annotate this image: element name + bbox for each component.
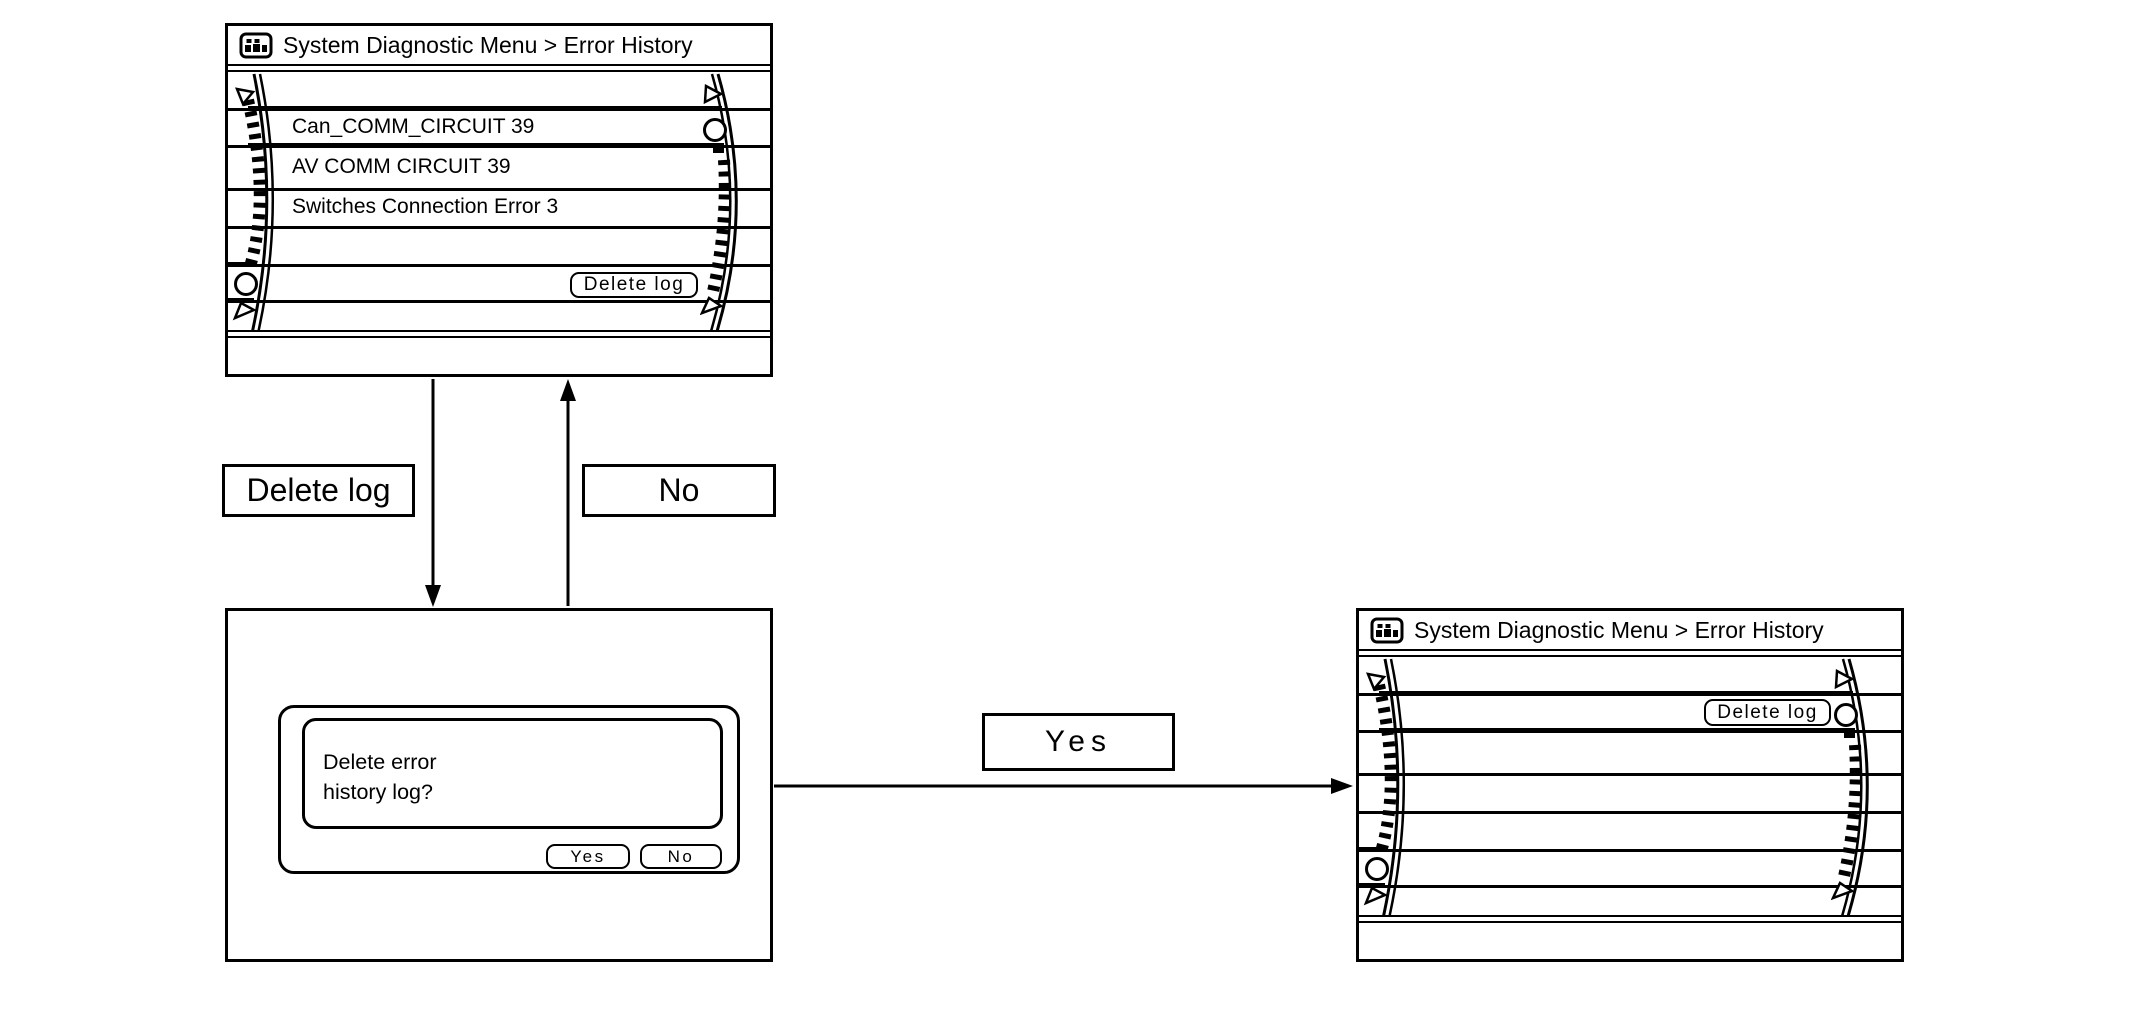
title-separator	[228, 66, 770, 72]
row-divider	[228, 226, 770, 229]
dial-arrow-down-icon	[232, 301, 257, 321]
arrowhead-up-icon	[560, 379, 576, 401]
knob-row-mark	[228, 298, 254, 303]
selection-border-bottom	[1379, 728, 1853, 733]
knob-position-indicator	[703, 118, 727, 142]
confirm-dialog: Delete error history log? Yes No	[278, 705, 740, 874]
dialog-message-line2: history log?	[323, 780, 433, 804]
dial-arrow-down-icon	[700, 296, 724, 316]
error-item-label: Switches Connection Error 3	[292, 195, 559, 218]
bottom-strip	[1359, 923, 1901, 959]
screen-title: System Diagnostic Menu > Error History	[1414, 616, 1824, 643]
bottom-separator	[228, 330, 770, 338]
screen-title-bar: System Diagnostic Menu > Error History	[1359, 611, 1901, 651]
knob-position-indicator	[1834, 703, 1858, 727]
screen-title: System Diagnostic Menu > Error History	[283, 31, 693, 58]
knob-row-mark	[1359, 883, 1385, 888]
transition-label-yes: Yes	[982, 713, 1175, 771]
delete-log-button[interactable]: Delete log	[1704, 699, 1831, 726]
screen-delete-confirm: Delete error history log? Yes No	[225, 608, 773, 962]
row-divider	[228, 264, 770, 267]
right-knob-dial	[700, 73, 738, 330]
arrowhead-right-icon	[1331, 778, 1353, 794]
knob-position-indicator	[234, 272, 258, 296]
row-divider	[1359, 885, 1901, 888]
bottom-separator	[1359, 915, 1901, 923]
row-divider	[228, 300, 770, 303]
selection-border-top	[248, 106, 722, 111]
selection-border-top	[1379, 691, 1853, 696]
knob-position-indicator	[1365, 857, 1389, 881]
right-knob-dial	[1831, 658, 1869, 915]
dial-arrow-up-icon	[1834, 668, 1855, 690]
left-knob-dial	[1363, 658, 1406, 915]
error-item-label: AV COMM CIRCUIT 39	[292, 155, 511, 178]
delete-log-button[interactable]: Delete log	[570, 272, 698, 298]
transition-label-no: No	[582, 464, 776, 517]
dial-arrow-down-icon	[1363, 886, 1388, 906]
dial-arrow-up-icon	[703, 83, 724, 105]
knob-row-mark	[1359, 847, 1385, 852]
screen-list-area: Can_COMM_CIRCUIT 39 AV COMM CIRCUIT 39 S…	[228, 72, 770, 330]
title-separator	[1359, 651, 1901, 657]
dial-arrow-up-icon	[234, 87, 256, 107]
knob-row-mark	[228, 262, 254, 267]
bottom-strip	[228, 338, 770, 374]
left-knob-dial	[232, 73, 275, 330]
arrowhead-down-icon	[425, 585, 441, 607]
error-list-item[interactable]: AV COMM CIRCUIT 39	[292, 146, 686, 188]
dial-arrow-up-icon	[1365, 672, 1387, 692]
row-divider	[1359, 849, 1901, 852]
row-divider	[1359, 811, 1901, 814]
error-list-item[interactable]: Switches Connection Error 3	[292, 188, 686, 226]
screen-error-history-after: System Diagnostic Menu > Error History	[1356, 608, 1904, 962]
screen-error-history-before: System Diagnostic Menu > Error History	[225, 23, 773, 377]
diagnostic-menu-icon	[239, 32, 273, 58]
yes-button[interactable]: Yes	[546, 844, 630, 869]
dialog-message-line1: Delete error	[323, 750, 437, 774]
no-button[interactable]: No	[640, 844, 722, 869]
dial-arrow-down-icon	[1831, 881, 1855, 901]
row-divider	[1359, 773, 1901, 776]
dialog-message-box: Delete error history log?	[302, 718, 723, 829]
error-list-item[interactable]: Can_COMM_CIRCUIT 39	[292, 108, 686, 146]
row-divider	[228, 188, 770, 191]
diagnostic-menu-icon	[1370, 617, 1404, 643]
screen-list-area: Delete log	[1359, 657, 1901, 915]
transition-label-delete-log: Delete log	[222, 464, 415, 517]
error-item-label: Can_COMM_CIRCUIT 39	[292, 115, 535, 138]
selection-border-bottom	[248, 143, 722, 148]
screen-title-bar: System Diagnostic Menu > Error History	[228, 26, 770, 66]
dialog-area: Delete error history log? Yes No	[228, 611, 770, 959]
